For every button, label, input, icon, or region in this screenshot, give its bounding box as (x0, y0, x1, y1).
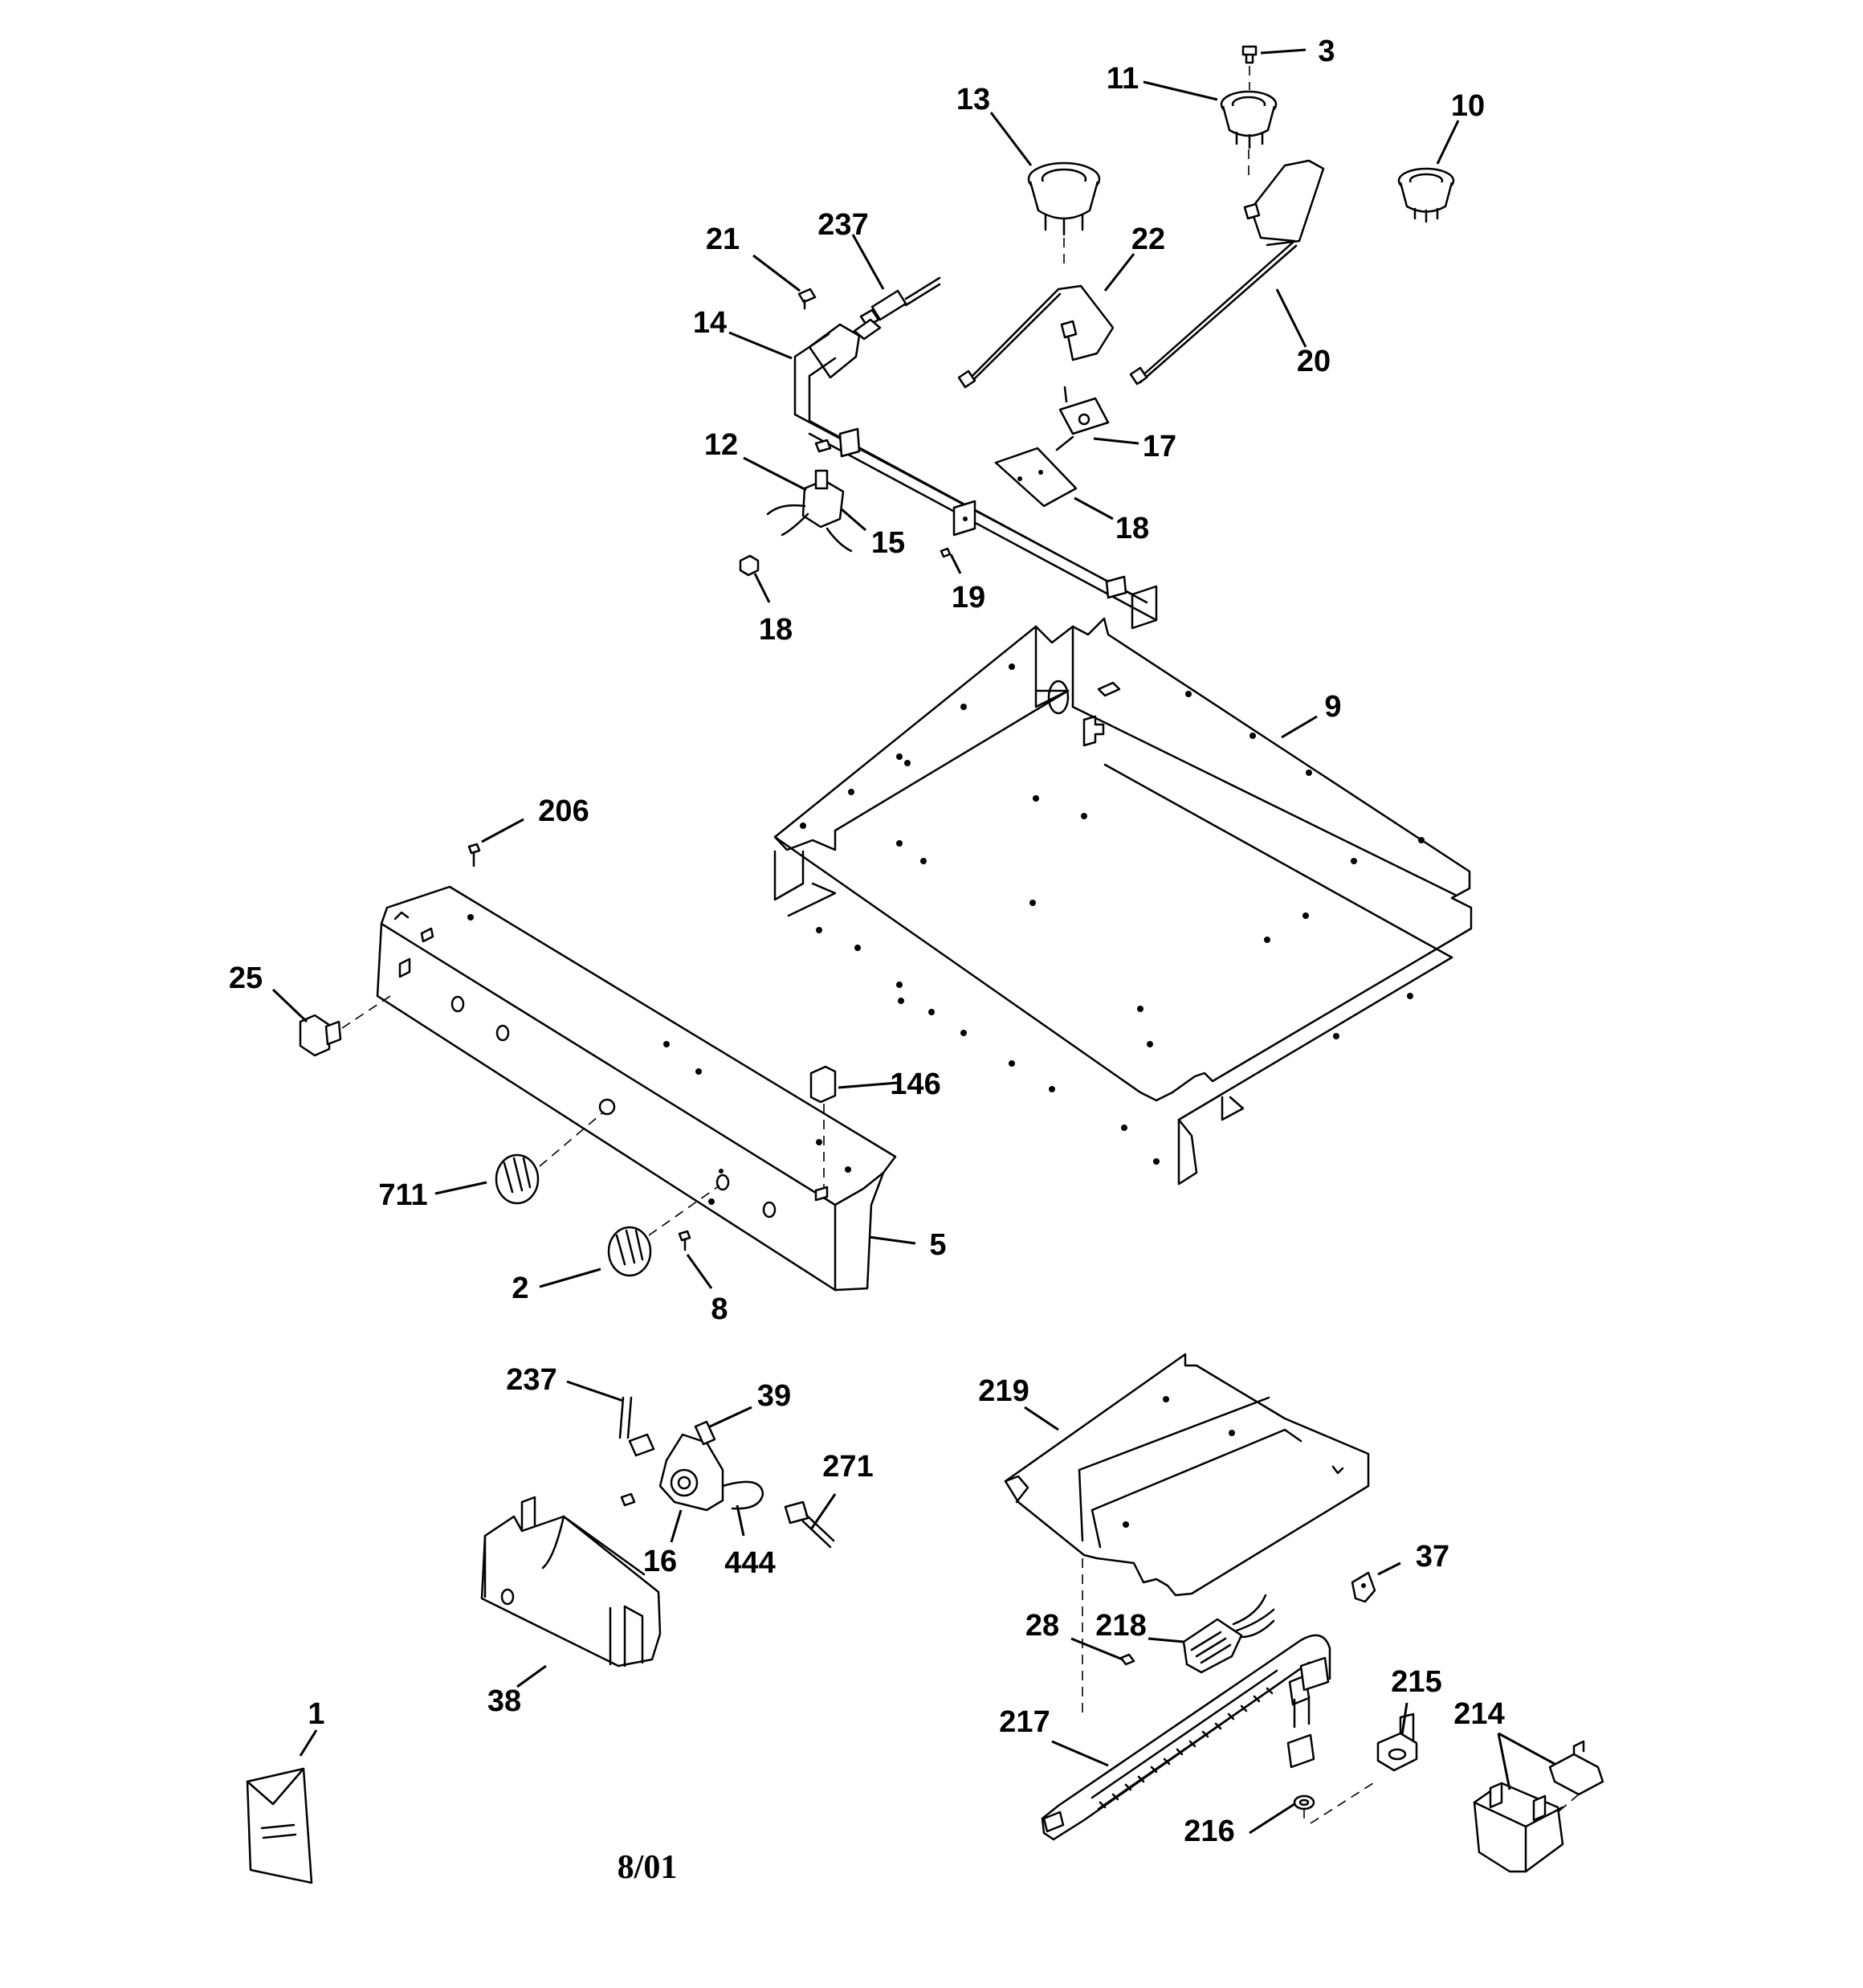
part-label: 10 (1451, 89, 1485, 123)
knob-2 (607, 1185, 720, 1277)
fitting-237-top (859, 276, 941, 328)
part-label: 237 (817, 208, 868, 242)
part-label: 1 (308, 1697, 324, 1731)
safety-valve-214 (1473, 1740, 1604, 1873)
clip-146 (809, 1065, 837, 1187)
burner-head-11 (1220, 90, 1278, 178)
valve-39 (658, 1420, 764, 1512)
part-label: 219 (978, 1374, 1029, 1408)
screw-19 (940, 547, 952, 558)
part-label: 218 (1095, 1609, 1146, 1643)
part-label: 9 (1324, 690, 1341, 724)
valve-12-15 (766, 439, 853, 553)
pan-holes (800, 663, 1425, 1165)
part-label: 237 (506, 1363, 556, 1397)
part-label: 215 (1391, 1665, 1441, 1699)
part-label: 214 (1453, 1697, 1504, 1731)
part-label: 2 (512, 1272, 528, 1305)
part-label: 16 (643, 1545, 677, 1578)
base-pan-9 (773, 617, 1473, 1186)
literature-envelope-1 (246, 1767, 313, 1884)
part-label: 12 (704, 428, 738, 462)
part-label: 13 (956, 83, 990, 116)
part-label: 206 (538, 794, 589, 828)
part-label: 11 (1107, 62, 1139, 96)
part-label: 444 (724, 1546, 775, 1580)
switch-25 (299, 992, 396, 1057)
part-label: 18 (1115, 512, 1149, 545)
part-label: 28 (1025, 1609, 1059, 1643)
part-label: 216 (1184, 1815, 1234, 1848)
screw-206 (467, 843, 481, 867)
part-label: 20 (1297, 345, 1331, 378)
burner-head-13 (1027, 161, 1101, 270)
part-label: 17 (1143, 430, 1176, 463)
part-label: 22 (1131, 222, 1165, 256)
part-label: 3 (1318, 35, 1335, 68)
bracket-17-valve (1055, 386, 1110, 451)
fitting-237-lower (618, 1396, 655, 1457)
plate-18-right (994, 447, 1078, 508)
igniter-218 (1182, 1594, 1275, 1674)
part-labels: 3 11 13 10 21 237 22 14 20 17 12 15 18 1… (229, 35, 1505, 1848)
part-label: 271 (822, 1450, 873, 1484)
screw-28 (1119, 1653, 1135, 1666)
part-label: 146 (890, 1067, 940, 1101)
part-label: 14 (693, 306, 727, 340)
burner-baffle-219 (1004, 1353, 1370, 1719)
part-label: 25 (229, 961, 263, 995)
heat-shield-38 (480, 1496, 662, 1668)
broil-burner-217 (1041, 1634, 1331, 1841)
screw-16 (620, 1492, 636, 1507)
burner-head-3-screw (1241, 45, 1258, 90)
screw-21 (797, 288, 817, 310)
part-label: 19 (952, 581, 985, 614)
nut-18-left (739, 554, 760, 577)
part-label: 217 (999, 1705, 1050, 1739)
manifold-pipe-14 (793, 318, 1158, 630)
gas-tube-22 (957, 284, 1115, 389)
screw-8 (678, 1230, 691, 1251)
part-label: 15 (871, 526, 905, 560)
part-label: 37 (1416, 1540, 1449, 1574)
nut-216 (1293, 1782, 1374, 1825)
part-label: 8 (711, 1292, 728, 1326)
burner-head-10 (1397, 167, 1455, 223)
knob-711 (495, 1111, 605, 1205)
date-code: 8/01 (618, 1849, 678, 1886)
part-label: 38 (487, 1684, 521, 1718)
part-label: 18 (759, 613, 793, 647)
part-label: 711 (378, 1178, 427, 1212)
bracket-215 (1376, 1712, 1418, 1772)
control-panel-5 (376, 885, 897, 1292)
part-label: 21 (706, 222, 740, 256)
leader-lines (271, 48, 1555, 1835)
part-label: 39 (757, 1379, 791, 1413)
thermocouple-271 (784, 1500, 835, 1549)
gas-tube-20 (1129, 159, 1325, 386)
bracket-37 (1351, 1571, 1376, 1603)
part-label: 5 (929, 1228, 946, 1262)
